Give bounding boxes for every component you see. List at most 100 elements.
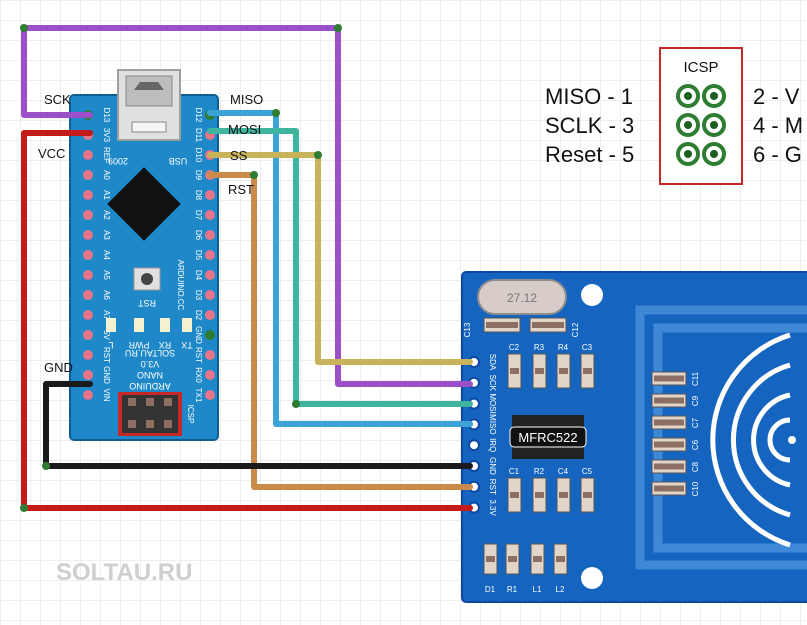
- led-label-pwr: PWR: [128, 340, 149, 350]
- pin-label-right: RST: [194, 347, 203, 363]
- footer-label: R1: [507, 585, 518, 594]
- cap-label-top: C3: [582, 343, 593, 352]
- antenna-center: [788, 436, 796, 444]
- icsp-left-3: Reset - 5: [545, 142, 634, 167]
- sck-wire: [21, 25, 473, 387]
- cap-label-bottom: C4: [558, 467, 569, 476]
- footer-label: D1: [485, 585, 496, 594]
- pin-label-right: D9: [194, 170, 203, 181]
- pin-label-right: D10: [194, 148, 203, 163]
- pin-right-d4: [205, 270, 215, 280]
- crystal: [477, 279, 567, 315]
- rfid-module: 27.12 MFRC522 SDASCKMOSIMISOIRQGNDRST3.3…: [461, 271, 807, 603]
- pin-label-right: D2: [194, 310, 203, 321]
- led-label-l: L: [108, 340, 113, 350]
- arduino-nano-board: D133V3REFA0A1A2A3A4A5A6A75VRSTGNDVIND12D…: [69, 69, 219, 441]
- cap-label-bottom: C1: [509, 467, 520, 476]
- cap-label-top: C13: [463, 322, 472, 337]
- pin-label-right: D12: [194, 108, 203, 123]
- pin-right-d2: [205, 310, 215, 320]
- pin-label-right: D6: [194, 230, 203, 241]
- pin-label-right: D8: [194, 190, 203, 201]
- microcontroller-chip: [107, 167, 181, 241]
- pin-left-a2: [83, 210, 93, 220]
- led-rx: [160, 318, 170, 332]
- pin-label-left: A5: [102, 270, 111, 280]
- footer-label: L2: [556, 585, 565, 594]
- sck-label: SCK: [44, 92, 71, 107]
- pin-left-5v: [83, 330, 93, 340]
- rfid-pcb: [461, 271, 807, 603]
- vcc-label: VCC: [38, 146, 65, 161]
- pin-left-gnd: [83, 370, 93, 380]
- model-line: V3.0: [141, 359, 160, 369]
- crystal-label: 27.12: [507, 291, 537, 305]
- pin-label-right: D7: [194, 210, 203, 221]
- antenna-arcs: [710, 332, 791, 548]
- pin-label-right: D3: [194, 290, 203, 301]
- mount-hole-top: [581, 284, 603, 306]
- pin-left-a4: [83, 250, 93, 260]
- cap-label-top: R4: [558, 343, 569, 352]
- pin-left-a0: [83, 170, 93, 180]
- pin-label-left: A6: [102, 290, 111, 300]
- pin-left-vin: [83, 390, 93, 400]
- vcc-wire: [21, 130, 473, 511]
- mosi-label: MOSI: [228, 122, 261, 137]
- wire-endpoints: [20, 24, 342, 512]
- cap-label-right: C6: [691, 439, 700, 450]
- pin-right-d8: [205, 190, 215, 200]
- pin-right-rx0: [205, 370, 215, 380]
- pin-label-left: A0: [102, 170, 111, 180]
- pin-left-a6: [83, 290, 93, 300]
- model-line: NANO: [137, 370, 163, 380]
- pin-left-a7: [83, 310, 93, 320]
- rfid-pin-label: 3.3V: [488, 499, 497, 516]
- pin-label-left: VIN: [102, 388, 111, 402]
- led-label-tx: TX: [181, 340, 193, 350]
- usb-plate: [131, 121, 167, 133]
- led-l: [106, 318, 116, 332]
- cap-label-bottom: C5: [582, 467, 593, 476]
- icsp-legend-box: [659, 47, 743, 185]
- pin-right-gnd: [205, 330, 215, 340]
- model-line: SOLTAU.RU: [125, 348, 175, 358]
- usb-port: [125, 75, 173, 107]
- miso-wire: [207, 110, 473, 427]
- pin-left-ref: [83, 150, 93, 160]
- rfid-pin-label: SDA: [488, 354, 497, 371]
- rfid-pin-label: SCK: [488, 375, 497, 392]
- brand-label: ARDUINO.CC: [176, 260, 185, 311]
- pin-right-d7: [205, 210, 215, 220]
- pin-left-a1: [83, 190, 93, 200]
- miso-label: MISO: [230, 92, 263, 107]
- pin-right-d5: [205, 250, 215, 260]
- rst-label: RST: [228, 182, 254, 197]
- icsp-right-2: 4 - M: [753, 113, 803, 138]
- usb-label: USB: [169, 156, 188, 166]
- pin-label-left: REF: [102, 147, 111, 163]
- pin-label-left: A1: [102, 190, 111, 200]
- pin-label-right: D11: [194, 128, 203, 143]
- pin-label-left: A2: [102, 210, 111, 220]
- year-label: 2009: [108, 156, 128, 166]
- rfid-pin-label: MISO: [488, 414, 497, 434]
- led-tx: [182, 318, 192, 332]
- icsp-right-3: 6 - G: [753, 142, 802, 167]
- pin-label-right: TX1: [194, 388, 203, 403]
- cap-label-bottom: R2: [534, 467, 545, 476]
- cap-label-right: C9: [691, 395, 700, 406]
- pin-label-left: D13: [102, 108, 111, 123]
- cap-label-top: C12: [571, 322, 580, 337]
- rst-button-label: RST: [137, 298, 156, 308]
- pin-label-left: A4: [102, 250, 111, 260]
- mount-hole-bottom: [581, 567, 603, 589]
- mfrc522-label: MFRC522: [518, 430, 577, 445]
- pin-label-left: A7: [102, 310, 111, 320]
- icsp-left-1: MISO - 1: [545, 84, 633, 109]
- ss-wire: [207, 152, 473, 365]
- pin-label-left: 3V3: [102, 128, 111, 143]
- footer-label: L1: [533, 585, 542, 594]
- pin-right-d3: [205, 290, 215, 300]
- pin-right-tx1: [205, 390, 215, 400]
